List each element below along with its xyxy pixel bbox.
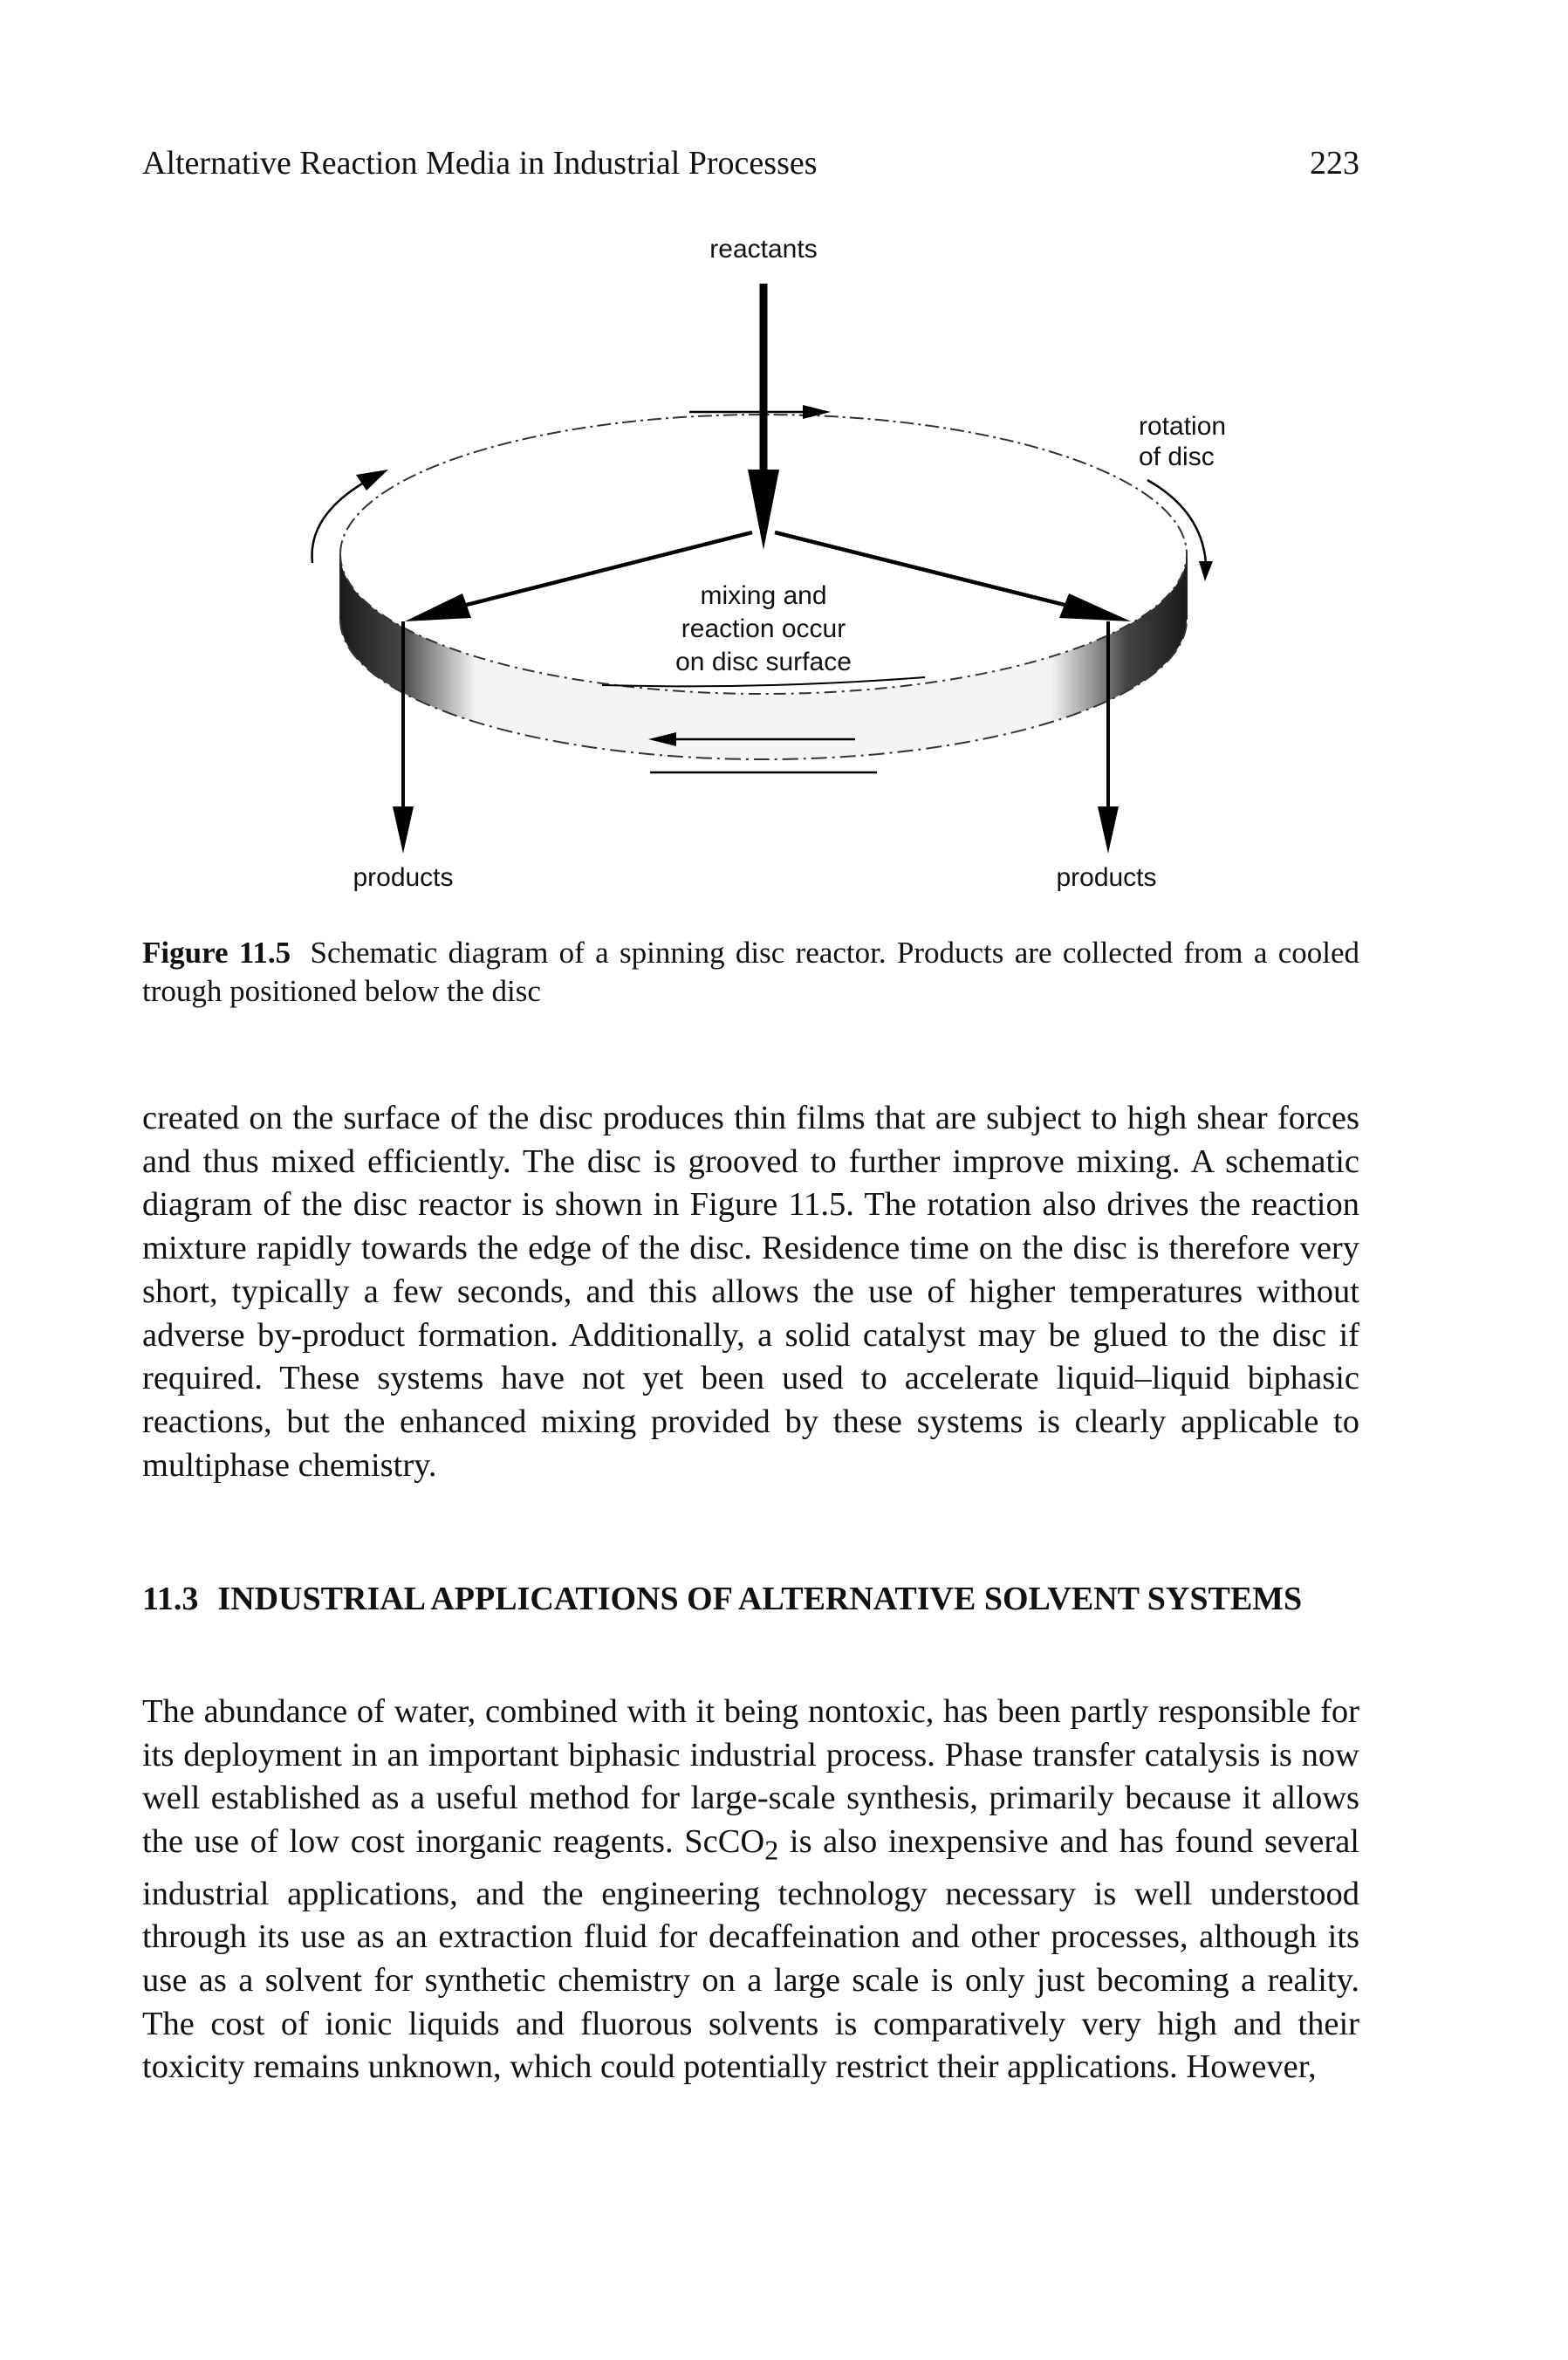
label-reactants: reactants [709,235,817,264]
radial-arrow-right-head [1059,593,1131,621]
rotation-bottom-arrowhead [648,732,676,746]
figure-spinning-disc-reactor: reactants rotation of disc mixing and re… [262,218,1265,916]
section-heading: 11.3 INDUSTRIAL APPLICATIONS OF ALTERNATI… [142,1578,1359,1620]
label-reaction-occur: reaction occur [681,614,846,643]
reactants-arrowhead [748,470,779,550]
center-underline [601,676,926,688]
running-head: Alternative Reaction Media in Industrial… [142,144,1359,196]
co2-subscript: 2 [764,1834,779,1866]
label-on-disc-surface: on disc surface [675,648,852,676]
radial-arrow-left-shaft [448,530,753,612]
rotation-curve-right [1147,478,1208,564]
product-outlet-left-head [393,806,414,854]
disc-rim [340,554,1187,759]
page-number: 223 [1310,145,1359,182]
body-paragraph-1: created on the surface of the disc produ… [142,1100,1359,1484]
figure-caption-label: Figure 11.5 [142,936,291,970]
radial-arrow-right-shaft [774,530,1083,612]
running-head-title: Alternative Reaction Media in Industrial… [142,145,818,182]
paragraph-2-text-b: is also inexpensive and has found severa… [142,1823,1359,2086]
label-mixing-and: mixing and [700,581,826,610]
label-products-right: products [1056,863,1156,892]
figure-caption: Figure 11.5 Schematic diagram of a spinn… [142,934,1359,1011]
spinning-disc-diagram: reactants rotation of disc mixing and re… [311,235,1226,892]
radial-arrow-left-head [405,593,471,621]
label-rotation: rotation [1139,412,1226,441]
label-products-left: products [353,863,453,892]
product-outlet-right-head [1098,806,1119,854]
disc-bottom-edge [339,619,1188,760]
section-title: INDUSTRIAL APPLICATIONS OF ALTERNATIVE S… [217,1581,1303,1617]
disc-front-top-edge [339,553,1188,695]
figure-caption-text: Schematic diagram of a spinning disc rea… [142,936,1360,1008]
disc-back-top-edge [339,414,1188,555]
body-paragraph-2: The abundance of water, combined with it… [142,1691,1359,2089]
label-of-disc: of disc [1139,442,1215,471]
paragraph-2-text-a: The abundance of water, combined with it… [142,1693,1359,1861]
rotation-top-arrowhead [803,405,831,419]
rotation-curve-left-head [356,470,388,491]
section-number: 11.3 [142,1581,199,1617]
rotation-curve-left [311,478,369,564]
rotation-curve-right-head [1199,561,1213,581]
